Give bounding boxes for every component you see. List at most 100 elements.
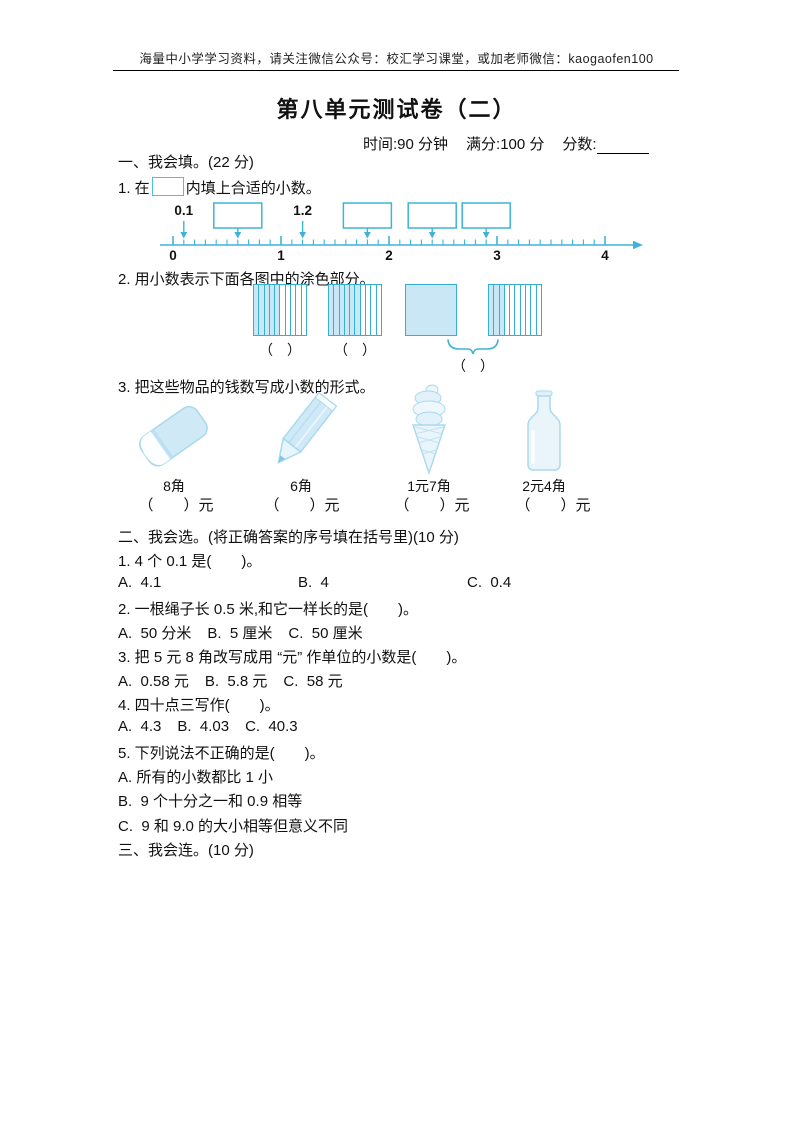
mc-option: B. 4: [298, 574, 329, 591]
grid-figure-3: [405, 284, 457, 336]
mc-option: C. 58 元: [283, 673, 343, 690]
mc-option: A. 50 分米: [118, 625, 192, 642]
mc-question-4: 4. 四十点三写作( )。: [118, 697, 280, 714]
grid-answer-blank-2: （ ）: [334, 342, 376, 358]
axis-number: 0: [169, 248, 177, 263]
grid-figure-4: [488, 284, 542, 336]
section2-heading: 二、我会选。(将正确答案的序号填在括号里)(10 分): [118, 529, 459, 546]
mc-question-1: 1. 4 个 0.1 是( )。: [118, 553, 262, 570]
grid-cell: [254, 285, 260, 335]
score-blank: [596, 138, 649, 154]
axis-number: 1: [277, 248, 285, 263]
grid-cell: [286, 285, 292, 335]
grid-answer-blank-1: （ ）: [259, 342, 301, 358]
mc-question-5: 5. 下列说法不正确的是( )。: [118, 745, 325, 762]
mc-question-3: 3. 把 5 元 8 角改写成用 “元” 作单位的小数是( )。: [118, 649, 467, 666]
header-notice: 海量中小学学习资料，请关注微信公众号：校汇学习课堂，或加老师微信：kaogaof…: [139, 52, 654, 66]
answer-box: [213, 202, 263, 229]
item-price-2: 6角: [290, 478, 312, 494]
info-line: 时间:90 分钟满分:100 分分数:: [363, 133, 667, 154]
pointer-arrowhead-icon: [482, 232, 490, 239]
page-title: 第八单元测试卷（二）: [276, 97, 517, 122]
answer-box: [342, 202, 393, 229]
q1-text: 1. 在 内填上合适的小数。: [118, 177, 321, 198]
grid-cell: [489, 285, 495, 335]
mc-option: A. 4.3: [118, 718, 162, 735]
mc-option: C. 40.3: [245, 718, 298, 735]
item-answer-blank-4: （ ）元: [515, 497, 591, 514]
section3-heading: 三、我会连。(10 分): [118, 842, 254, 859]
header-divider: [113, 70, 679, 71]
grid-cell: [371, 285, 377, 335]
grid-cell: [350, 285, 356, 335]
item-answer-blank-1: （ ）元: [138, 497, 214, 514]
grid-cell: [494, 285, 500, 335]
mc-option: C. 50 厘米: [288, 625, 363, 642]
grid-cell: [259, 285, 265, 335]
mc-question-2: 2. 一根绳子长 0.5 米,和它一样长的是( )。: [118, 601, 419, 618]
q3-text: 3. 把这些物品的钱数写成小数的形式。: [118, 379, 375, 396]
grid-cell: [515, 285, 521, 335]
given-decimal-label: 1.2: [293, 203, 312, 218]
grid-cell: [526, 285, 532, 335]
given-decimal-label: 0.1: [174, 203, 193, 218]
grid-cell: [361, 285, 367, 335]
answer-box: [461, 202, 511, 229]
axis-number: 2: [385, 248, 393, 263]
mc-option: C. 9 和 9.0 的大小相等但意义不同: [118, 818, 349, 835]
answer-box: [407, 202, 457, 229]
info-time: 时间:90 分钟: [363, 136, 449, 153]
grid-cell: [366, 285, 372, 335]
q1-text-suffix: 内填上合适的小数。: [185, 180, 321, 197]
mc-option: C. 0.4: [467, 574, 512, 591]
grid-cell: [296, 285, 302, 335]
grid-cell: [302, 285, 306, 335]
grid-cell: [531, 285, 537, 335]
axis-number: 4: [601, 248, 609, 263]
grid-cell: [344, 285, 351, 335]
grid-cell: [537, 285, 541, 335]
mc-option: B. 4.03: [177, 718, 230, 735]
item-answer-blank-2: （ ）元: [264, 497, 340, 514]
q2-text: 2. 用小数表示下面各图中的涂色部分。: [118, 271, 375, 288]
mc-option: A. 4.1: [118, 574, 162, 591]
section1-heading: 一、我会填。(22 分): [118, 154, 254, 171]
grid-cell: [329, 285, 335, 335]
grid-cell: [269, 285, 276, 335]
info-score-label: 分数:: [562, 136, 597, 153]
q1-inline-answer-box: [151, 177, 184, 196]
grid-cell: [521, 285, 527, 335]
pointer-arrowhead-icon: [299, 232, 306, 239]
grid-cell: [275, 285, 281, 335]
eraser-icon: [139, 405, 208, 467]
axis-arrowhead-icon: [633, 240, 643, 250]
grid-figure-2: [328, 284, 382, 336]
brace-icon: [447, 339, 499, 355]
grid-cell: [291, 285, 297, 335]
mc-option: B. 5 厘米: [207, 625, 273, 642]
grid-cell: [355, 285, 361, 335]
mc-options-4: A. 4.3 B. 4.03 C. 40.3: [118, 718, 314, 735]
grid-figure-1: [253, 284, 307, 336]
item-price-3: 1元7角: [407, 478, 451, 494]
item-answer-blank-3: （ ）元: [394, 497, 470, 514]
mc-option: A. 0.58 元: [118, 673, 189, 690]
grid-answer-blank-combined: （ ）: [452, 358, 494, 374]
grid-cell: [499, 285, 505, 335]
mc-option: B. 9 个十分之一和 0.9 相等: [118, 793, 303, 810]
grid-cell: [339, 285, 345, 335]
pointer-arrowhead-icon: [234, 232, 242, 239]
ice-cream-icon: [412, 384, 446, 476]
q1-text-prefix: 1. 在: [118, 180, 150, 197]
item-price-4: 2元4角: [522, 478, 566, 494]
pointer-arrowhead-icon: [428, 232, 436, 239]
bottle-icon: [527, 390, 561, 471]
info-fullscore: 满分:100 分: [466, 136, 545, 153]
grid-cell: [334, 285, 340, 335]
pointer-arrowhead-icon: [364, 232, 371, 239]
grid-cell: [510, 285, 516, 335]
grid-cell: [264, 285, 270, 335]
